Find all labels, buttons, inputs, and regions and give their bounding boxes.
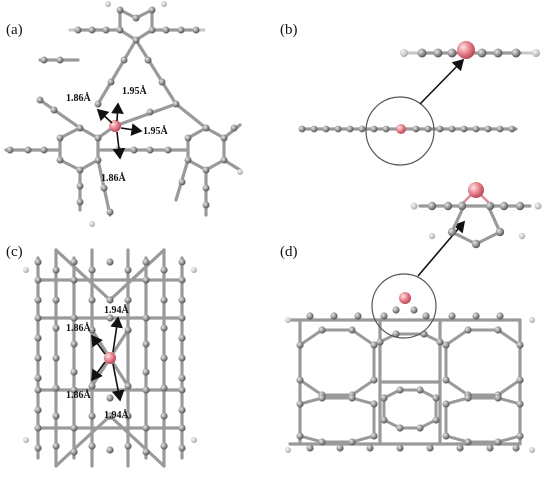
panel-label-d: (d) xyxy=(280,244,298,260)
dopant-atom-d xyxy=(399,292,411,304)
panel-c-structure xyxy=(23,248,197,468)
distance-label: 1.86Å xyxy=(66,389,92,401)
distance-label: 1.86Å xyxy=(101,172,127,184)
dopant-atom-d-zoom xyxy=(468,182,484,198)
panel-a-structure xyxy=(4,1,243,227)
distance-label: 1.95Å xyxy=(122,85,148,97)
panel-b-structure xyxy=(298,41,540,166)
zoom-ring-b xyxy=(365,96,435,166)
panel-c-annotations: 1.94Å 1.86Å 1.86Å 1.94Å xyxy=(66,304,130,421)
dopant-atom-b xyxy=(396,124,406,134)
zoom-ring-d xyxy=(371,273,437,339)
panel-label-c: (c) xyxy=(6,244,23,260)
dopant-atom-c xyxy=(104,352,116,364)
distance-label: 1.86Å xyxy=(66,322,92,334)
panel-label-b: (b) xyxy=(280,22,298,38)
dopant-atom-b-zoom xyxy=(457,41,475,59)
distance-label: 1.95Å xyxy=(143,125,169,137)
panel-label-a: (a) xyxy=(6,22,23,38)
distance-label: 1.86Å xyxy=(66,92,92,104)
distance-label: 1.94Å xyxy=(104,409,130,421)
panel-d-structure xyxy=(285,182,542,453)
distance-label: 1.94Å xyxy=(104,304,130,316)
panel-a-annotations: 1.86Å 1.95Å 1.95Å 1.86Å xyxy=(66,85,169,184)
